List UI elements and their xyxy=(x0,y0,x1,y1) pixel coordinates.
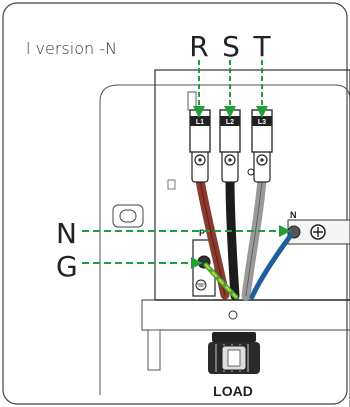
terminal-l1: L1 xyxy=(189,109,211,153)
neutral-terminal-label: N xyxy=(290,210,297,220)
neutral-label: N xyxy=(56,217,77,250)
wire-l2-black xyxy=(225,173,240,301)
gland-label: LOAD xyxy=(213,383,253,399)
svg-text:L3: L3 xyxy=(258,119,266,126)
ring-lug-l2 xyxy=(221,149,239,183)
ring-lug-l3 xyxy=(247,149,271,183)
phase-label-s: S xyxy=(222,30,240,63)
terminal-l3: L3 xyxy=(251,109,273,153)
pe-terminal-label: P xyxy=(199,228,205,238)
ring-lug-l1 xyxy=(191,149,209,183)
mounting-slot xyxy=(112,204,144,228)
outer-frame xyxy=(2,2,348,405)
phase-label-t: T xyxy=(252,30,271,63)
svg-text:L1: L1 xyxy=(196,119,204,126)
title-label: l version -N xyxy=(26,39,117,58)
ground-label: G xyxy=(56,250,78,283)
phase-label-r: R xyxy=(189,30,208,63)
cable-gland xyxy=(208,310,260,374)
wire-neutral-blue xyxy=(249,232,294,300)
ground-icon xyxy=(195,279,207,291)
svg-text:L2: L2 xyxy=(226,119,234,126)
terminal-l2: L2 xyxy=(219,109,241,153)
